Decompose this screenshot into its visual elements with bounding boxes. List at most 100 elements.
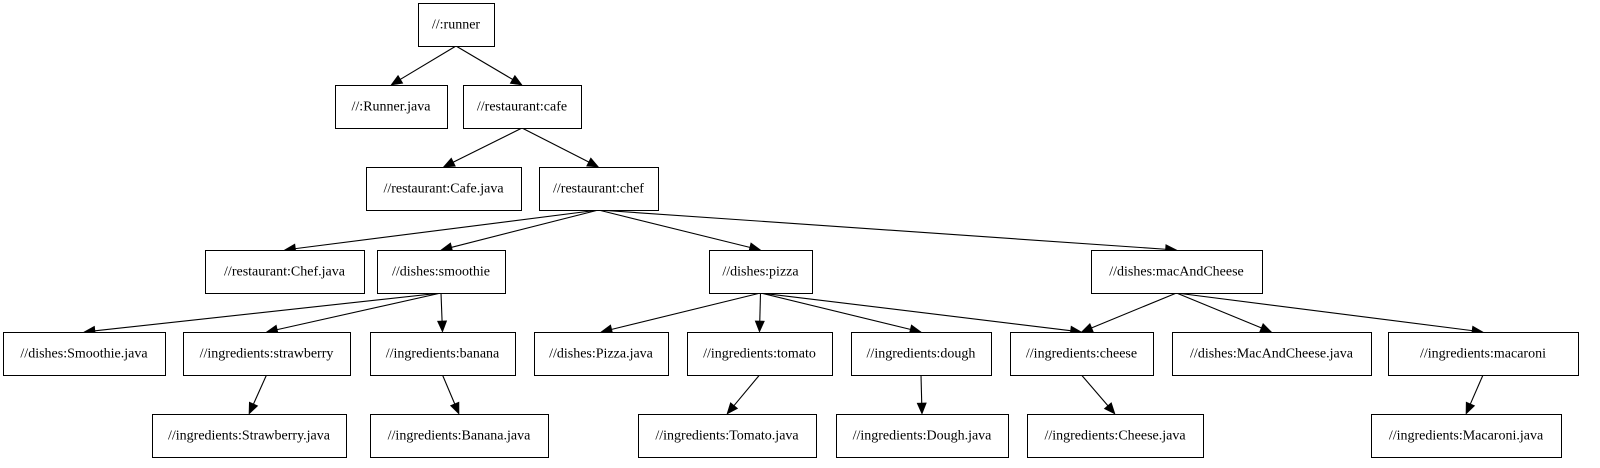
edge-layer xyxy=(83,45,1484,415)
node-box[interactable] xyxy=(638,414,817,458)
graph-node-dishes_macandchs[interactable]: //dishes:macAndCheese xyxy=(1091,250,1263,294)
node-box[interactable] xyxy=(335,85,448,129)
edge-dishes_pizza-to-pizza_java xyxy=(600,292,761,335)
edge-line xyxy=(453,127,523,163)
node-box[interactable] xyxy=(851,332,992,376)
node-label: //restaurant:Cafe.java xyxy=(383,182,504,197)
node-box[interactable] xyxy=(3,332,166,376)
node-label: //restaurant:cafe xyxy=(477,100,567,115)
node-label: //dishes:Pizza.java xyxy=(549,347,654,362)
edge-dishes_pizza-to-cheese xyxy=(760,292,1083,336)
node-box[interactable] xyxy=(709,250,813,294)
edge-cheese-to-cheese_java xyxy=(1081,374,1116,415)
node-label: //ingredients:Cheese.java xyxy=(1044,429,1186,444)
graph-node-banana_java[interactable]: //ingredients:Banana.java xyxy=(370,414,549,458)
node-box[interactable] xyxy=(463,85,582,129)
arrowhead-icon xyxy=(1259,323,1273,333)
arrowhead-icon xyxy=(1103,402,1116,415)
node-box[interactable] xyxy=(418,3,495,47)
graph-node-strawberry[interactable]: //ingredients:strawberry xyxy=(183,332,351,376)
graph-node-smoothie_java[interactable]: //dishes:Smoothie.java xyxy=(3,332,166,376)
graph-node-dishes_smoothie[interactable]: //dishes:smoothie xyxy=(377,250,506,294)
graph-node-macandcheese_java[interactable]: //dishes:MacAndCheese.java xyxy=(1172,332,1372,376)
node-label: //dishes:macAndCheese xyxy=(1109,265,1244,280)
node-layer: //:runner //:Runner.java //restaurant:cafe… xyxy=(3,3,1579,458)
graph-node-cheese_java[interactable]: //ingredients:Cheese.java xyxy=(1027,414,1204,458)
node-label: //restaurant:Chef.java xyxy=(224,265,346,280)
node-label: //ingredients:Banana.java xyxy=(388,429,531,444)
graph-node-dough[interactable]: //ingredients:dough xyxy=(851,332,992,376)
graph-node-dishes_pizza[interactable]: //dishes:pizza xyxy=(709,250,813,294)
node-label: //dishes:smoothie xyxy=(392,265,490,280)
edge-restaurant_chef-to-chef_java xyxy=(283,209,599,254)
arrowhead-icon xyxy=(248,401,259,415)
graph-node-chef_java[interactable]: //restaurant:Chef.java xyxy=(205,250,365,294)
edge-line xyxy=(1081,374,1109,407)
node-box[interactable] xyxy=(1388,332,1579,376)
edge-line xyxy=(598,209,750,248)
edge-line xyxy=(521,127,589,163)
edge-line xyxy=(760,292,1071,332)
graph-node-macaroni_java[interactable]: //ingredients:Macaroni.java xyxy=(1371,414,1562,458)
node-label: //ingredients:banana xyxy=(386,347,500,362)
node-box[interactable] xyxy=(539,167,659,211)
graph-node-runner[interactable]: //:runner xyxy=(418,3,495,47)
node-box[interactable] xyxy=(1027,414,1204,458)
graph-node-dough_java[interactable]: //ingredients:Dough.java xyxy=(836,414,1009,458)
edge-line xyxy=(295,209,599,250)
edge-dishes_macandchs-to-cheese xyxy=(1080,292,1177,333)
graph-node-tomato[interactable]: //ingredients:tomato xyxy=(687,332,833,376)
node-box[interactable] xyxy=(836,414,1009,458)
node-box[interactable] xyxy=(370,414,549,458)
edge-dishes_pizza-to-tomato xyxy=(754,292,765,333)
arrowhead-icon xyxy=(754,320,765,333)
edge-line xyxy=(1469,374,1484,405)
node-box[interactable] xyxy=(183,332,351,376)
graph-node-macaroni[interactable]: //ingredients:macaroni xyxy=(1388,332,1579,376)
edge-line xyxy=(1091,292,1177,329)
edge-line xyxy=(441,374,456,405)
node-box[interactable] xyxy=(152,414,347,458)
edge-dough-to-dough_java xyxy=(916,374,927,415)
node-box[interactable] xyxy=(1172,332,1372,376)
node-box[interactable] xyxy=(534,332,669,376)
graph-node-restaurant_chef[interactable]: //restaurant:chef xyxy=(539,167,659,211)
edge-dishes_smoothie-to-strawberry xyxy=(265,292,442,335)
arrowhead-icon xyxy=(509,74,523,86)
edge-line xyxy=(455,45,513,80)
graph-node-cafe_java[interactable]: //restaurant:Cafe.java xyxy=(366,167,522,211)
edge-line xyxy=(598,209,1166,250)
node-box[interactable] xyxy=(377,250,506,294)
node-label: //ingredients:Macaroni.java xyxy=(1389,429,1544,444)
graph-node-restaurant_cafe[interactable]: //restaurant:cafe xyxy=(463,85,582,129)
node-box[interactable] xyxy=(1371,414,1562,458)
node-label: //ingredients:Strawberry.java xyxy=(168,429,331,444)
edge-line xyxy=(451,209,599,248)
node-box[interactable] xyxy=(1091,250,1263,294)
graph-node-banana[interactable]: //ingredients:banana xyxy=(370,332,516,376)
node-box[interactable] xyxy=(370,332,516,376)
edge-line xyxy=(611,292,761,330)
node-label: //restaurant:chef xyxy=(553,182,644,197)
graph-node-tomato_java[interactable]: //ingredients:Tomato.java xyxy=(638,414,817,458)
edge-line xyxy=(759,292,762,322)
node-label: //ingredients:Dough.java xyxy=(853,429,993,444)
graph-node-strawberry_java[interactable]: //ingredients:Strawberry.java xyxy=(152,414,347,458)
node-label: //ingredients:dough xyxy=(867,347,976,362)
node-box[interactable] xyxy=(205,250,365,294)
node-label: //dishes:Smoothie.java xyxy=(20,347,148,362)
node-box[interactable] xyxy=(687,332,833,376)
arrowhead-icon xyxy=(442,157,456,168)
edge-dishes_smoothie-to-banana xyxy=(437,292,448,333)
arrowhead-icon xyxy=(449,401,460,415)
edge-line xyxy=(1176,292,1262,329)
graph-node-cheese[interactable]: //ingredients:cheese xyxy=(1010,332,1154,376)
graph-node-runner_java[interactable]: //:Runner.java xyxy=(335,85,448,129)
node-box[interactable] xyxy=(366,167,522,211)
edge-line xyxy=(920,374,923,404)
node-label: //dishes:pizza xyxy=(722,265,799,280)
node-box[interactable] xyxy=(1010,332,1154,376)
node-label: //dishes:MacAndCheese.java xyxy=(1190,347,1354,362)
graph-node-pizza_java[interactable]: //dishes:Pizza.java xyxy=(534,332,669,376)
